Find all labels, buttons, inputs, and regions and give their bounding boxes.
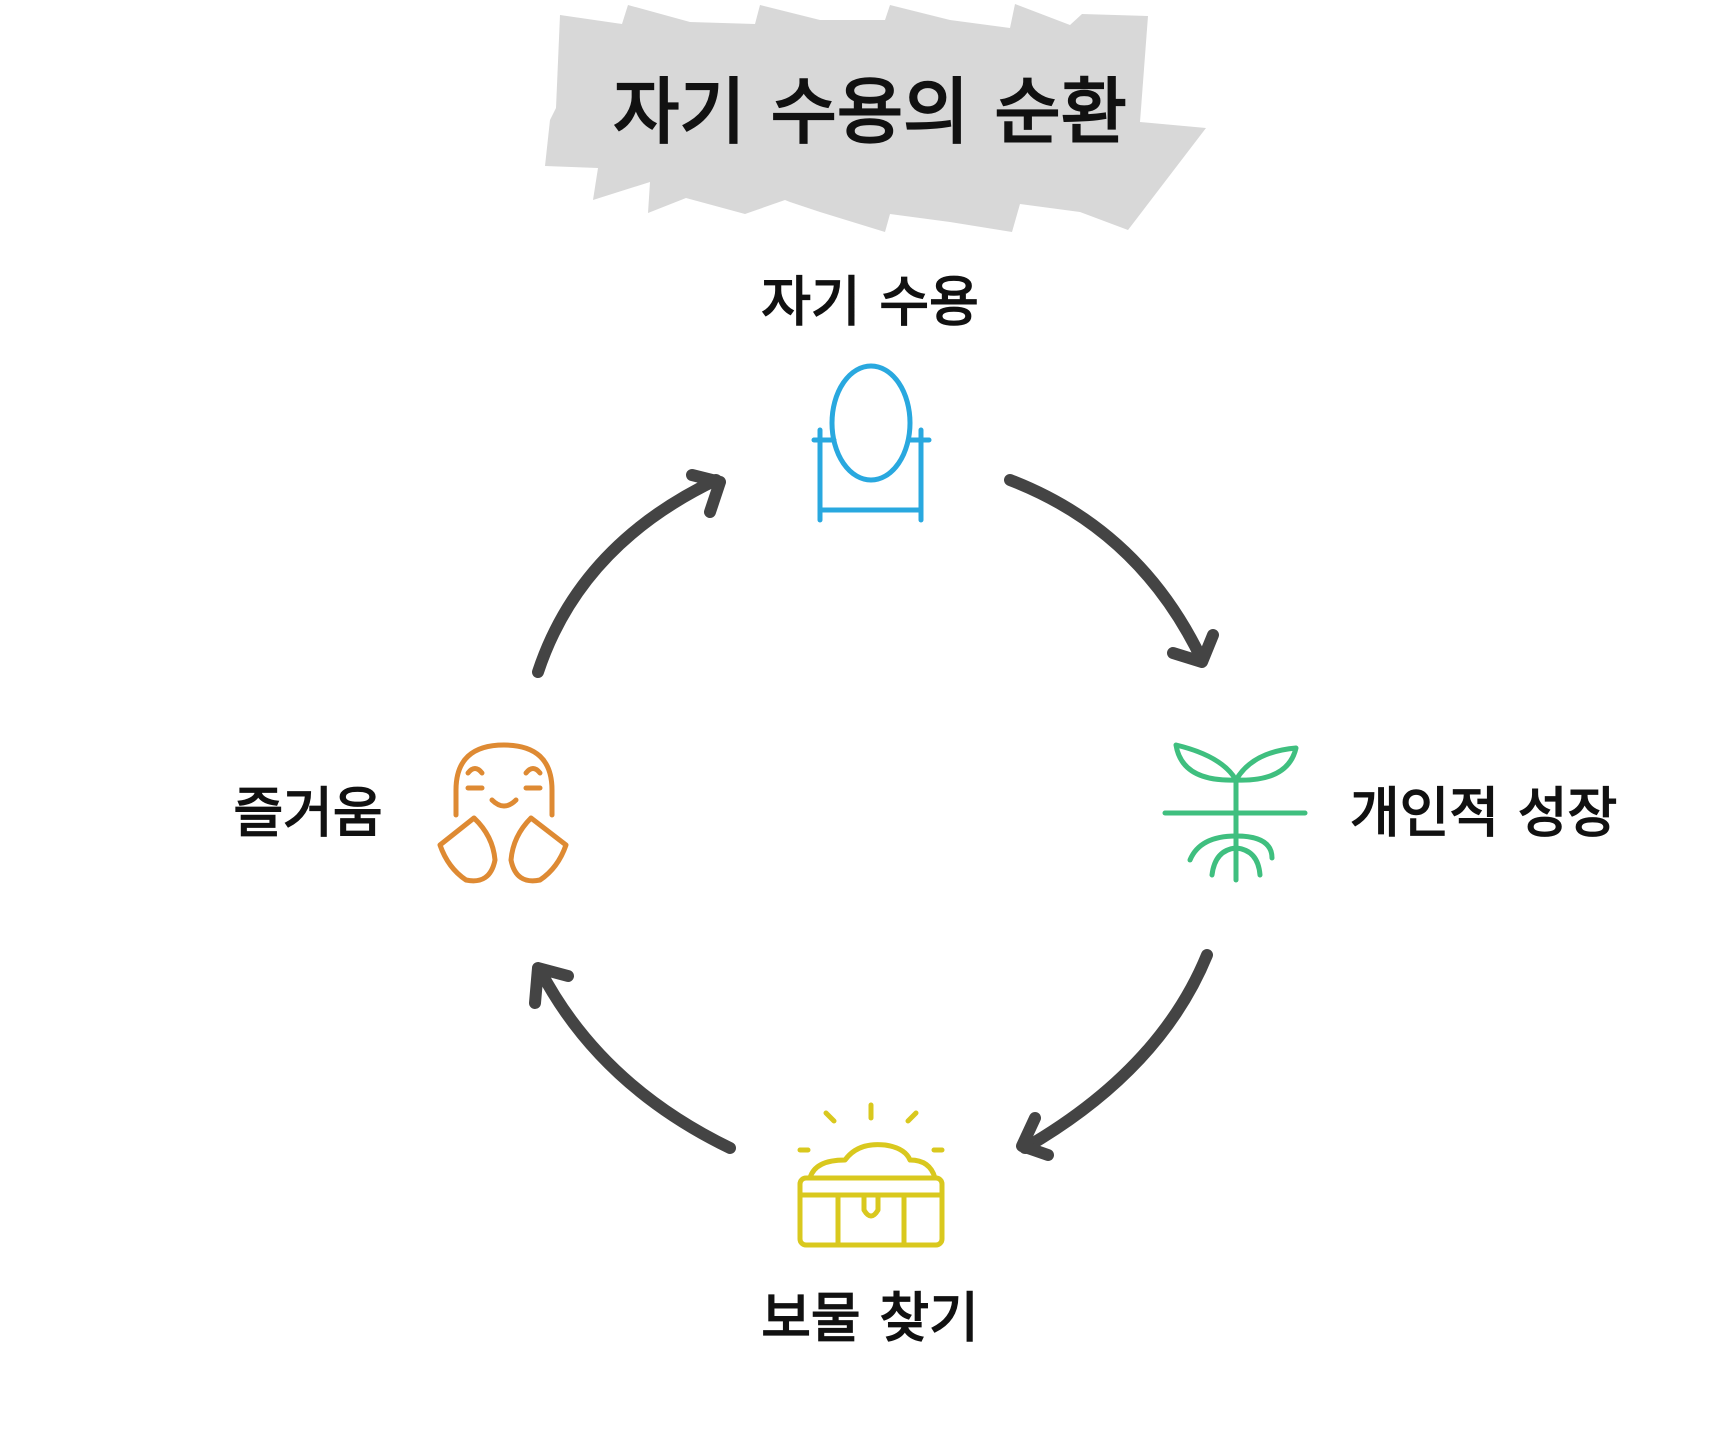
sprout-icon <box>1162 742 1308 883</box>
mirror-icon <box>811 363 932 523</box>
title-banner-shape <box>545 4 1206 232</box>
node-self-acceptance: 자기 수용 <box>761 271 979 523</box>
page-title: 자기 수용의 순환 <box>613 70 1127 154</box>
node-label-joy: 즐거움 <box>233 782 382 845</box>
treasure-chest-icon <box>797 1102 945 1248</box>
arrow-growth-to-treasure <box>1016 949 1213 1161</box>
cycle-arrows <box>529 469 1219 1161</box>
title-banner: 자기 수용의 순환 <box>545 4 1206 232</box>
node-label-treasure-hunt: 보물 찾기 <box>761 1287 979 1350</box>
node-personal-growth: 개인적 성장 <box>1162 742 1617 883</box>
happy-face-icon <box>437 742 569 884</box>
node-label-self-acceptance: 자기 수용 <box>761 271 979 334</box>
node-joy: 즐거움 <box>233 742 569 884</box>
arrow-treasure-to-joy <box>529 962 736 1154</box>
node-label-personal-growth: 개인적 성장 <box>1350 782 1617 845</box>
arrow-joy-to-self-acceptance <box>532 469 726 678</box>
arrow-self-acceptance-to-growth <box>1004 474 1219 668</box>
node-treasure-hunt: 보물 찾기 <box>761 1102 979 1350</box>
